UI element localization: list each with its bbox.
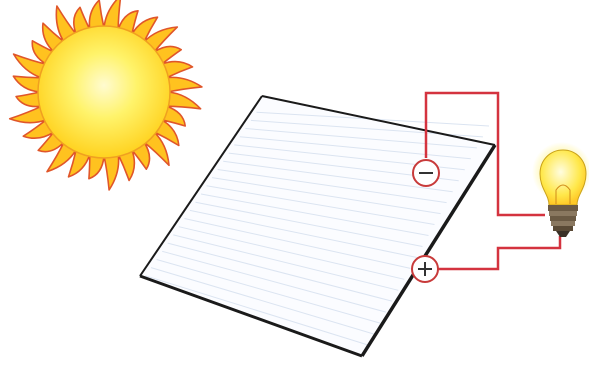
positive-wire [438,236,560,269]
sun-icon [10,0,202,190]
positive-terminal: + [412,256,438,282]
bulb-base [548,205,578,237]
solar-panel-icon [140,96,495,356]
sun-disc [38,26,170,158]
bulb-glass [540,150,586,205]
light-bulb-icon [532,142,589,237]
negative-terminal: − [413,160,439,186]
